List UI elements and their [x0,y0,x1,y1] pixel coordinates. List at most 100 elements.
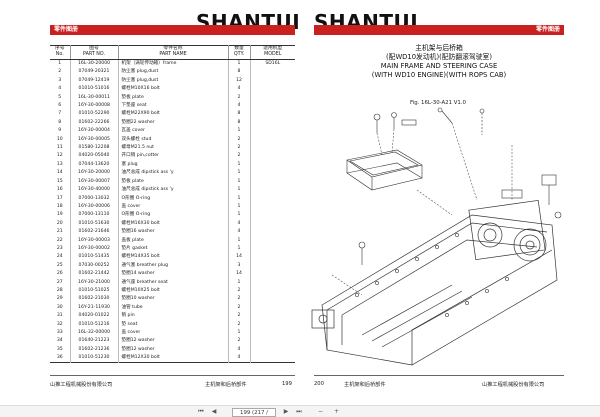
cell-qty: 1 [227,160,250,170]
cell-part-name: 垫圈12 washer [117,337,228,346]
cell-qty: 1 [227,202,250,212]
cell-part-name: 垫圈16 washer [117,228,228,237]
cell-part-no: 01010-51630 [69,219,118,229]
cell-part-name: 盖 cover [117,329,228,338]
cell-part-name: 通气塞 breather plug [117,261,228,271]
header-tag: 零件图册 [535,26,560,33]
cell-model [249,76,295,86]
cell-part-no: 07000-13110 [69,211,118,220]
cell-model [249,127,295,136]
prev-page-button[interactable]: ◀ [211,408,217,415]
cell-qty: 2 [227,135,250,145]
cell-qty: 2 [227,295,250,304]
zoom-in-button[interactable]: + [334,408,340,415]
cell-part-name: 防尘塞 plug,dust [117,76,228,86]
cell-part-name: 垫片 gasket [117,244,228,254]
cell-part-name: 垫板 plate [117,177,228,187]
cell-part-name: 螺栓M14X35 bolt [117,253,228,262]
cell-part-name: 垫圈12 washer [117,345,228,355]
zoom-out-button[interactable]: − [318,408,324,415]
cell-model [249,68,295,77]
cell-no: 3 [58,77,62,83]
cover-plate [346,149,423,191]
footer-section: 主机架和后桥部件 [205,382,247,388]
cell-no: 26 [56,271,63,277]
first-page-button[interactable]: ⏮ [198,408,204,415]
cell-model [249,337,295,346]
header-bar: 零件图册 [314,25,564,35]
cell-part-name: 瓦盖 cover [117,127,228,136]
cell-part-no: 01010-51216 [69,320,118,329]
cell-part-no: 07049-20321 [69,68,118,77]
next-page-button[interactable]: ▶ [283,408,289,415]
cell-qty: 2 [227,286,250,296]
cell-model: SD16L [249,59,295,69]
cell-no: 27 [56,279,63,285]
cell-part-name: O形圈 O-ring [117,194,228,203]
cell-part-name: 机架（涡轮传动箱）frame [117,59,228,69]
cell-part-name: 垫圈14 washer [117,270,228,279]
cell-model [249,278,295,287]
cell-no: 31 [56,313,63,319]
cell-model [249,345,295,355]
cell-qty: 1 [227,194,250,203]
cell-part-name: O形圈 O-ring [117,211,228,220]
viewer-toolbar: ⏮ ◀ 199 (217 / 320) ▶ ⏭ − + [0,405,600,417]
cell-part-name: 螺栓M22X90 bolt [117,110,228,119]
title-cn: 主机架与后桥箱 [415,44,463,52]
cell-no: 28 [56,287,63,293]
cell-no: 16 [56,187,63,193]
cell-model [249,93,295,103]
last-page-button[interactable]: ⏭ [296,408,302,415]
cell-part-name: 下垫座 seat [117,102,228,111]
cell-model [249,202,295,212]
cell-part-no: 01580-12208 [69,144,118,153]
cell-qty: 1 [227,186,250,195]
cell-qty: 8 [227,68,250,77]
cell-part-no: 07000-13032 [69,194,118,203]
cell-qty: 4 [227,345,250,355]
cell-model [249,236,295,245]
cell-no: 8 [58,119,62,125]
cell-part-no: 01602-21646 [69,228,118,237]
cell-model [249,169,295,178]
cell-no: 2 [58,69,62,75]
footer-section: 主机架和后桥部件 [344,382,386,388]
cell-no: 5 [58,94,62,100]
cell-part-no: 01010-51025 [69,286,118,296]
cell-part-no: 16Y-30-00006 [69,202,118,212]
cell-no: 33 [56,330,63,335]
cell-qty: 4 [227,354,250,363]
cell-qty: 8 [227,110,250,119]
cell-part-name: 销 pin [117,312,228,321]
cell-qty: 8 [227,118,250,128]
cell-no: 12 [56,153,63,159]
cell-model [249,135,295,145]
cell-model [249,244,295,254]
cell-model [249,329,295,338]
cell-no: 6 [58,103,62,109]
cell-no: 17 [56,195,63,201]
cell-qty: 14 [227,253,250,262]
page-indicator-input[interactable]: 199 (217 / 320) [232,407,276,417]
cell-model [249,186,295,195]
cell-qty: 2 [227,144,250,153]
